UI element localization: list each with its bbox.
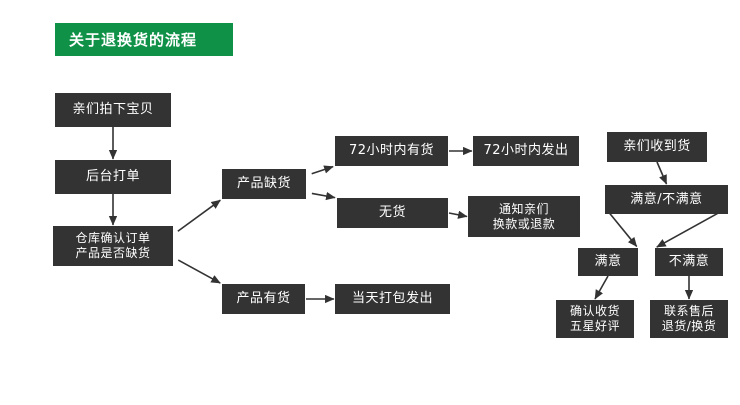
flow-node-label: 产品是否缺货 (75, 246, 151, 260)
page-title: 关于退换货的流程 (69, 31, 198, 49)
flow-edge-n3-to-n9 (177, 259, 221, 284)
flow-node-label: 满意/不满意 (630, 191, 703, 207)
flow-node-label: 仓库确认订单 (75, 231, 151, 245)
flow-node-n16: 联系售后退货/换货 (650, 300, 728, 338)
flow-node-label: 换款或退款 (492, 216, 556, 231)
flow-node-label: 联系售后 (663, 304, 714, 318)
flow-node-n3: 仓库确认订单产品是否缺货 (53, 226, 173, 266)
page-title-banner: 关于退换货的流程 (55, 23, 233, 56)
flow-node-n7: 无货 (337, 198, 448, 228)
flow-edge-n3-to-n4 (177, 199, 221, 232)
flow-node-label: 产品有货 (236, 291, 291, 307)
flow-node-n10: 当天打包发出 (335, 284, 450, 314)
flow-edge-n12-to-n13 (608, 211, 638, 247)
flow-edge-n4-to-n7 (311, 191, 336, 201)
flow-node-label: 亲们拍下宝贝 (72, 102, 154, 118)
flow-node-label: 确认收货 (569, 304, 620, 318)
flow-edge-n4-to-n5 (311, 165, 334, 175)
flow-node-n15: 确认收货五星好评 (556, 300, 634, 338)
flow-node-label: 72小时内发出 (483, 143, 569, 159)
flow-edge-n13-to-n15 (594, 275, 609, 300)
flow-node-label: 当天打包发出 (351, 291, 433, 307)
flow-node-label: 退货/换货 (661, 319, 717, 333)
flow-node-n1: 亲们拍下宝贝 (55, 93, 171, 127)
flow-node-label: 亲们收到货 (623, 139, 691, 155)
flow-node-label: 72小时内有货 (348, 143, 435, 159)
flow-edge-n7-to-n8 (448, 210, 468, 219)
flow-node-label: 五星好评 (569, 319, 620, 333)
flow-node-n5: 72小时内有货 (335, 136, 448, 166)
flow-node-label: 产品缺货 (236, 176, 291, 192)
flow-edge-n11-to-n12 (656, 161, 668, 185)
flow-node-n2: 后台打单 (55, 160, 171, 194)
flow-node-label: 不满意 (668, 254, 710, 270)
flow-node-n13: 满意 (578, 248, 638, 276)
flow-node-n12: 满意/不满意 (605, 185, 728, 214)
flow-node-n8: 通知亲们换款或退款 (468, 196, 580, 237)
flow-node-n14: 不满意 (655, 248, 723, 276)
flow-node-n9: 产品有货 (222, 284, 305, 314)
flow-node-n11: 亲们收到货 (607, 132, 707, 162)
flow-node-n4: 产品缺货 (222, 169, 306, 199)
flow-node-label: 后台打单 (85, 169, 140, 185)
flow-node-label: 通知亲们 (498, 201, 549, 216)
flow-node-label: 无货 (378, 205, 406, 221)
flow-node-label: 满意 (594, 254, 622, 270)
flow-edge-n12-to-n14 (656, 209, 724, 248)
flow-node-n6: 72小时内发出 (473, 136, 579, 166)
